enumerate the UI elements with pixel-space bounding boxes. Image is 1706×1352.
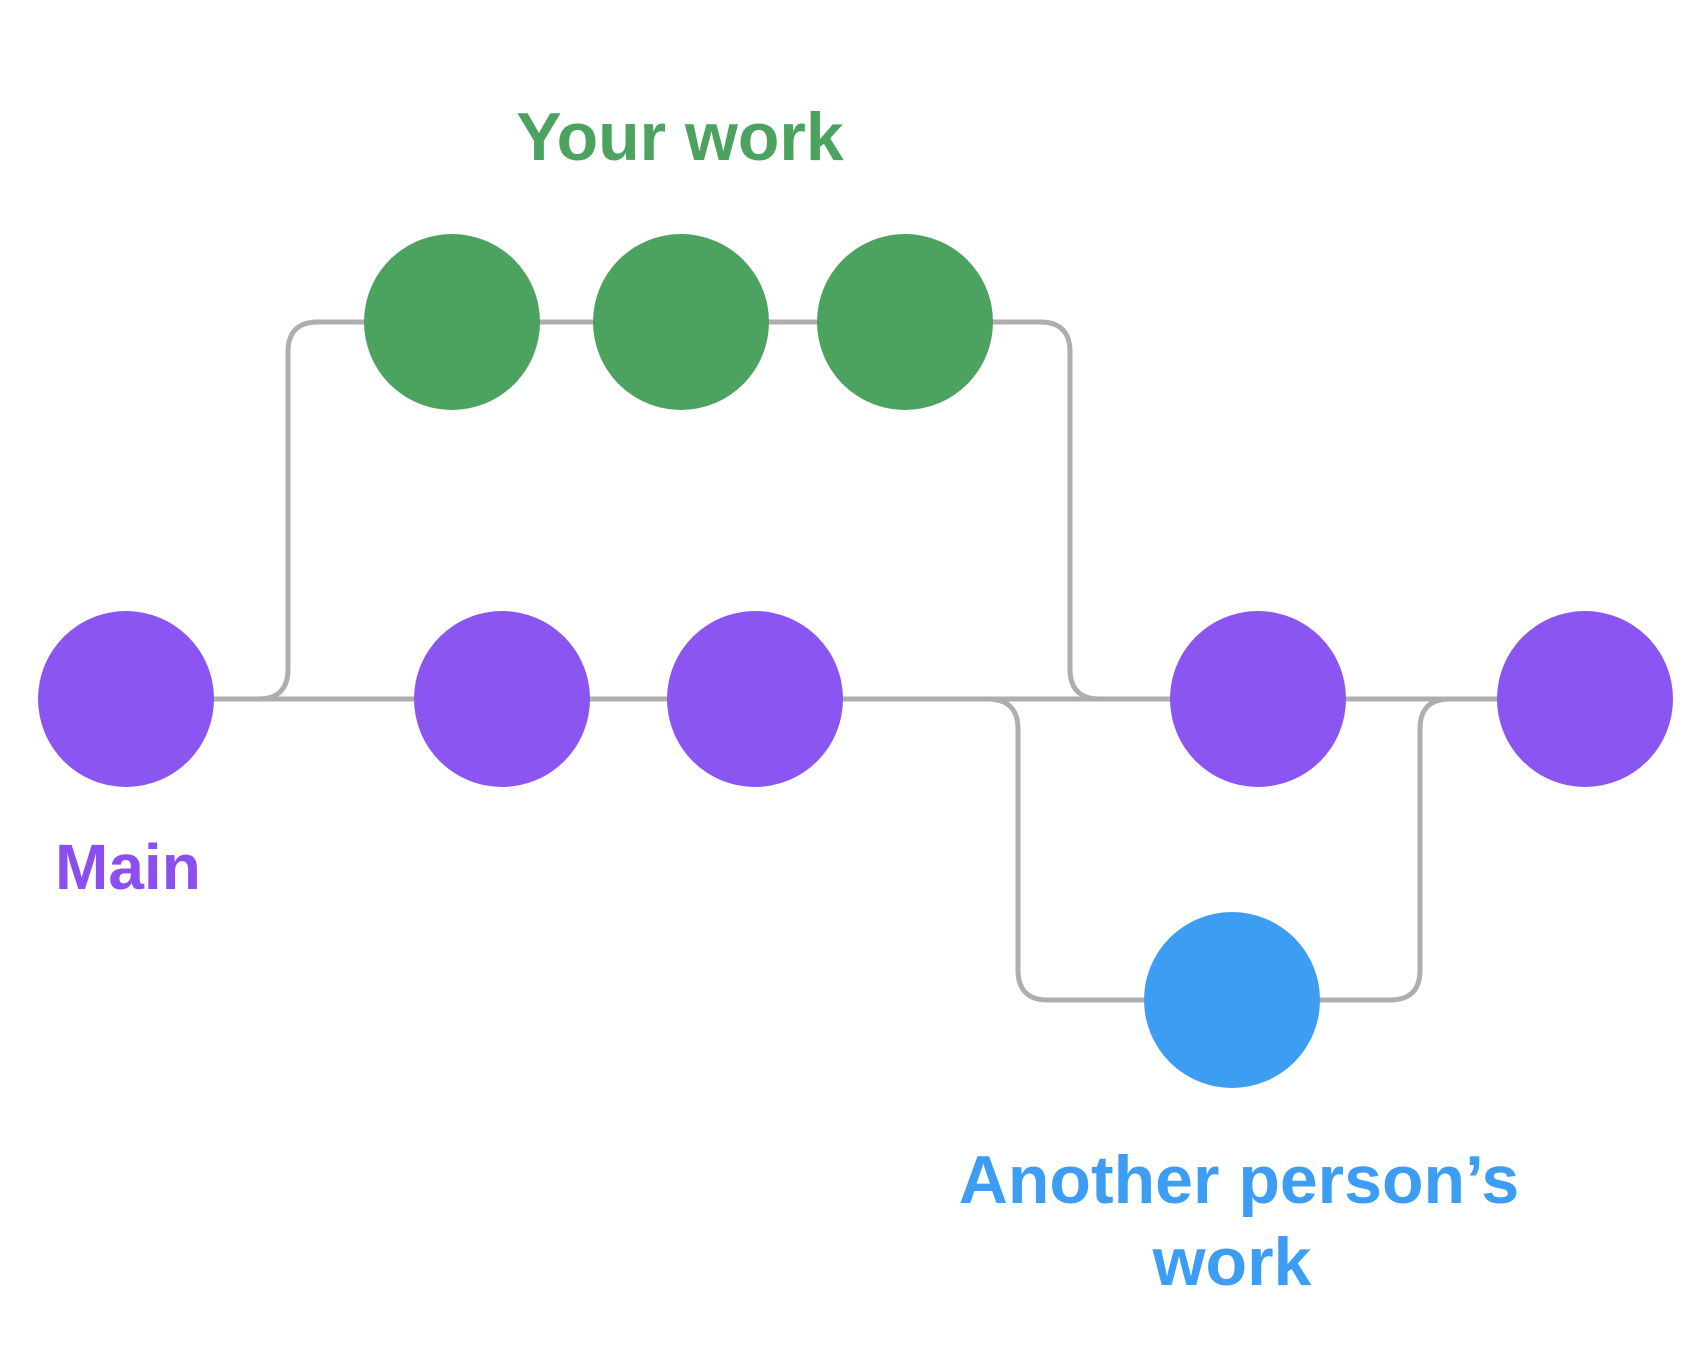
commit-node-main-3 xyxy=(667,611,843,787)
commit-node-main-1 xyxy=(38,611,214,787)
commit-node-main-2 xyxy=(414,611,590,787)
commit-node-main-5 xyxy=(1497,611,1673,787)
branch-labels: Your work Main Another person’s work xyxy=(55,99,1519,1300)
branch-lines xyxy=(126,319,1585,1003)
commit-nodes xyxy=(38,234,1673,1088)
commit-node-your-work-3 xyxy=(817,234,993,410)
commit-node-main-4 xyxy=(1170,611,1346,787)
another-person-label-line1: Another person’s xyxy=(959,1142,1519,1218)
commit-node-your-work-1 xyxy=(364,234,540,410)
your-work-label: Your work xyxy=(516,99,844,175)
another-person-label-line2: work xyxy=(1152,1224,1312,1300)
main-label: Main xyxy=(55,831,201,903)
commit-node-another-persons-work-1 xyxy=(1144,912,1320,1088)
commit-node-your-work-2 xyxy=(593,234,769,410)
